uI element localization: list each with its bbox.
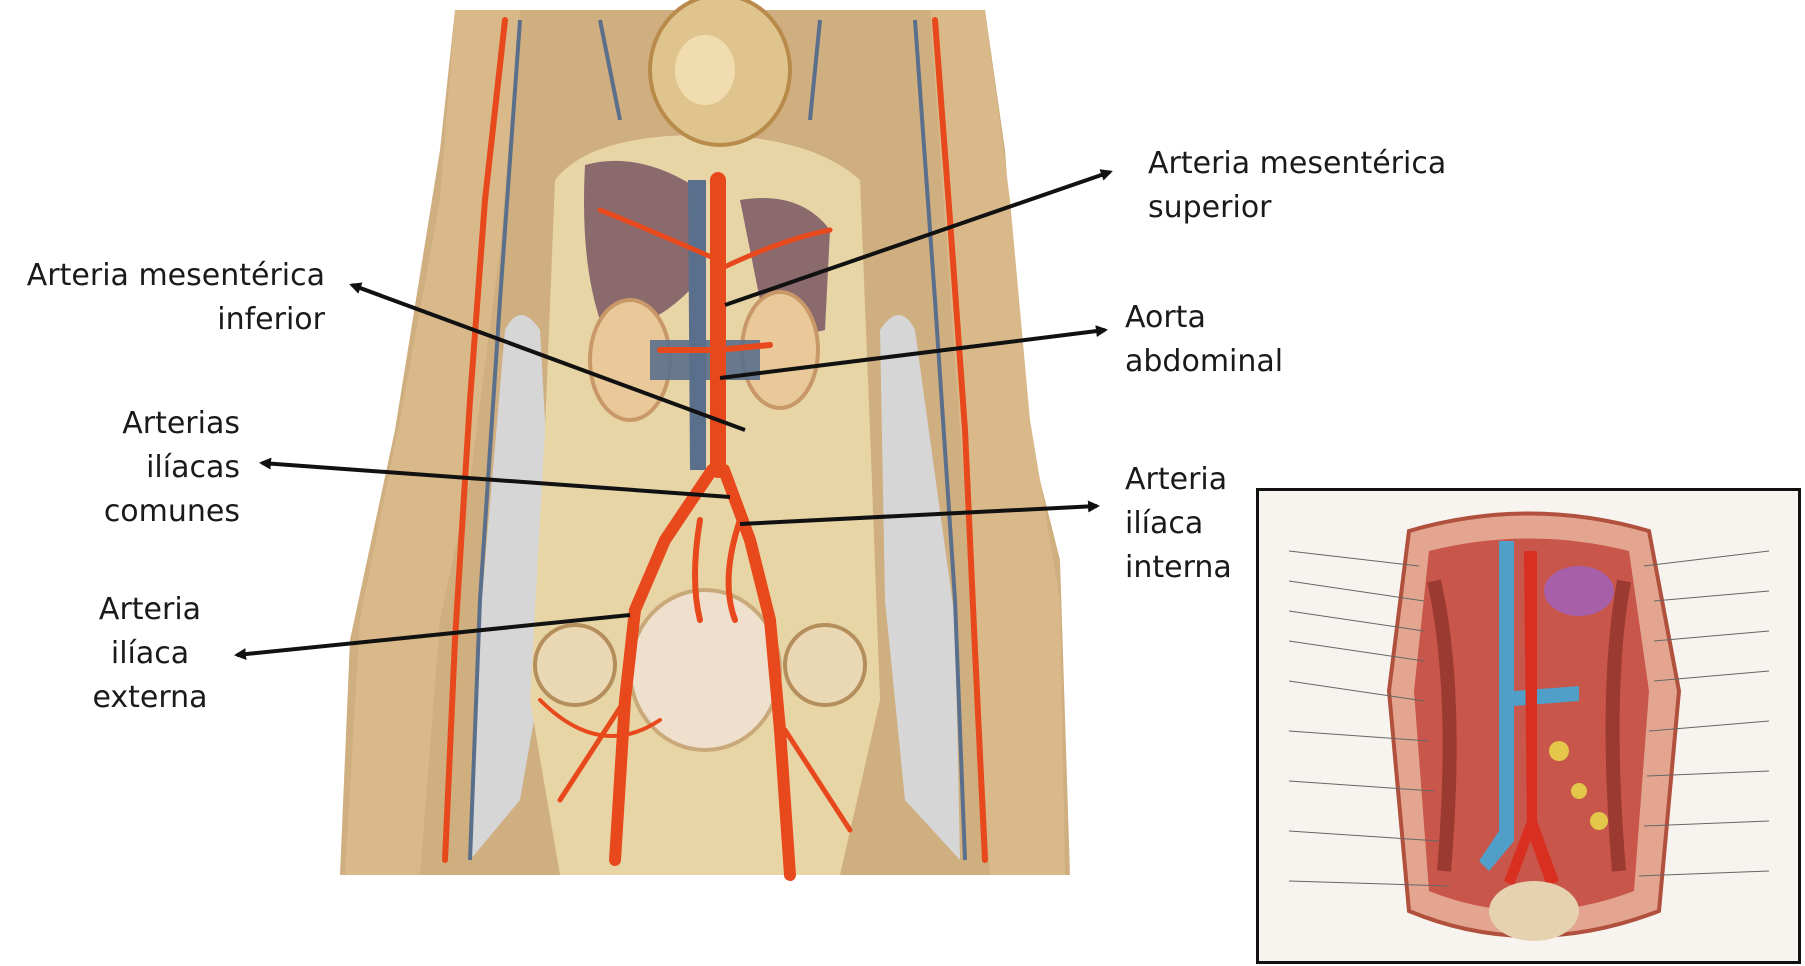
inset-illustration — [1259, 491, 1798, 961]
label-aorta-abdominal: Aorta abdominal — [1125, 296, 1283, 384]
label-arteria-iliaca-interna: Arteria ilíaca interna — [1125, 458, 1232, 590]
vena-cava — [688, 180, 706, 470]
label-arteria-mesenterica-superior: Arteria mesentérica superior — [1148, 142, 1446, 230]
label-arteria-mesenterica-inferior: Arteria mesentérica inferior — [20, 254, 325, 342]
label-arterias-iliacas-comunes: Arterias ilíacas comunes — [80, 402, 240, 534]
anatomical-illustration-inset — [1256, 488, 1801, 964]
label-arteria-iliaca-externa: Arteria ilíaca externa — [80, 588, 220, 720]
